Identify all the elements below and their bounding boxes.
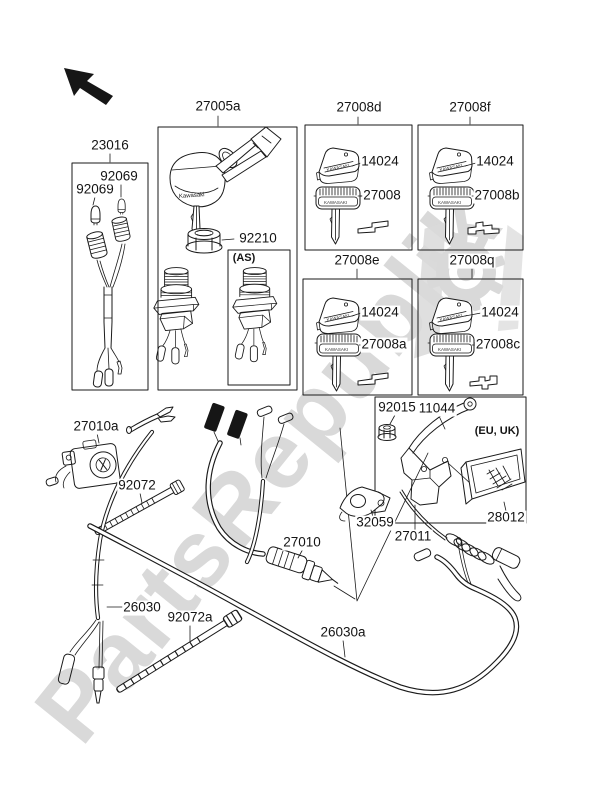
- as-sub-box: [227, 249, 291, 386]
- nut-92210: [185, 228, 235, 254]
- box-27005a: Kawasaki: [153, 115, 298, 391]
- key-27008: [313, 186, 363, 245]
- key-fob-27005a: Kawasaki: [169, 126, 282, 237]
- harness-26030a: [87, 523, 520, 696]
- label-11044: 11044: [417, 400, 457, 417]
- label-27008c: 27008c: [474, 336, 522, 353]
- label-14024-q: 14024: [480, 304, 520, 321]
- box-bracket-reflector: [374, 396, 527, 524]
- label-27008: 27008: [362, 187, 402, 204]
- label-14024-d: 14024: [360, 153, 400, 170]
- band-92072a: [113, 608, 244, 697]
- twin-bullet-wires: [244, 405, 294, 565]
- label-27011: 27011: [393, 528, 433, 545]
- box-27008e: [302, 268, 413, 396]
- direction-arrow-icon: [64, 68, 113, 105]
- switch-27010a: [45, 432, 121, 489]
- label-32059: 32059: [355, 514, 395, 531]
- label-27008d: 27008d: [335, 99, 383, 116]
- label-26030: 26030: [122, 599, 162, 616]
- label-92015: 92015: [377, 399, 417, 416]
- label-92210: 92210: [238, 230, 278, 247]
- fork-terminal-wire: [126, 406, 176, 434]
- label-27008b: 27008b: [473, 187, 521, 204]
- label-27008e: 27008e: [333, 252, 381, 269]
- label-92069-left: 92069: [75, 181, 115, 198]
- label-92069-right: 92069: [99, 168, 139, 185]
- switch-body-as: [232, 267, 278, 363]
- label-27008q: 27008q: [448, 252, 496, 269]
- label-27010: 27010: [282, 534, 322, 551]
- clip-e: [357, 372, 389, 386]
- label-14024-f: 14024: [475, 153, 515, 170]
- reflector-28012: [460, 448, 526, 512]
- bracket-11044: [400, 397, 477, 506]
- label-23016: 23016: [90, 137, 130, 154]
- label-26030a: 26030a: [319, 624, 367, 641]
- box-27008q: [417, 268, 524, 396]
- label-28012: 28012: [486, 509, 526, 526]
- clip-d: [357, 220, 389, 234]
- key-27008a: [314, 333, 364, 392]
- label-92072a: 92072a: [166, 609, 214, 626]
- key-27008c: [427, 333, 477, 392]
- clip-f: [467, 221, 500, 235]
- switch-27010: [204, 402, 356, 600]
- svg-text:Kawasaki: Kawasaki: [179, 192, 205, 200]
- harness-26030: [57, 429, 155, 704]
- label-27010a: 27010a: [72, 418, 120, 435]
- box-23016: [71, 152, 149, 391]
- label-27008f: 27008f: [448, 99, 492, 116]
- label-27005a: 27005a: [194, 98, 242, 115]
- clip-q: [469, 375, 498, 390]
- label-eu-uk: (EU, UK): [473, 424, 521, 438]
- box-27008f: [417, 116, 524, 251]
- label-14024-e: 14024: [360, 304, 400, 321]
- label-92072: 92072: [117, 477, 157, 494]
- bracket-32059: [339, 486, 391, 522]
- cable-27011: [399, 489, 522, 602]
- nut-92015: [377, 414, 397, 441]
- label-27008a: 27008a: [360, 336, 408, 353]
- label-as: (AS): [231, 251, 257, 265]
- box-27008d: [304, 116, 413, 251]
- band-92072: [92, 478, 186, 539]
- switch-body-main: [153, 267, 200, 365]
- key-27008b: [427, 186, 477, 245]
